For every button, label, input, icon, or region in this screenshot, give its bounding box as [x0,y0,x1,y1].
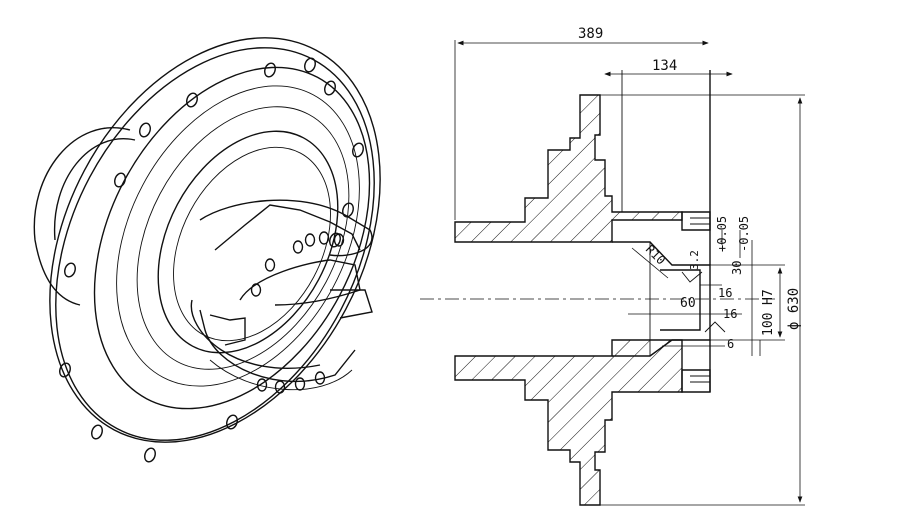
roughness-3-2: 3.2 [688,250,701,270]
section-lower-half [454,339,683,506]
dim-6: 6 [727,337,734,351]
flange-bolt-holes [59,57,364,463]
section-upper-half [454,94,683,243]
dim-16-lower: 16 [723,307,737,321]
dim-hub-length: 134 [652,58,677,74]
dim-diameter-630: ϕ 630 [786,288,802,330]
dim-16-upper: 16 [718,286,732,300]
dim-60: 60 [680,296,696,311]
split-hub-block [190,199,373,394]
dim-30: 30 [730,261,744,275]
flange-outer-rim [49,37,381,443]
dim-tol-plus: +0.05 [715,216,729,252]
dim-tol-minus: -0.05 [737,216,751,252]
dim-radius-r10: R10 [643,242,668,267]
dim-overall-length: 389 [578,26,603,42]
dimension-lines [454,40,805,506]
dimension-text: 389 134 +0.05 -0.05 30 16 16 60 6 100 H7… [578,26,802,351]
dim-fit-h7: H7 [761,289,776,305]
isometric-view [33,37,381,463]
dim-100: 100 [761,313,776,336]
section-view: 389 134 +0.05 -0.05 30 16 16 60 6 100 H7… [420,26,805,506]
